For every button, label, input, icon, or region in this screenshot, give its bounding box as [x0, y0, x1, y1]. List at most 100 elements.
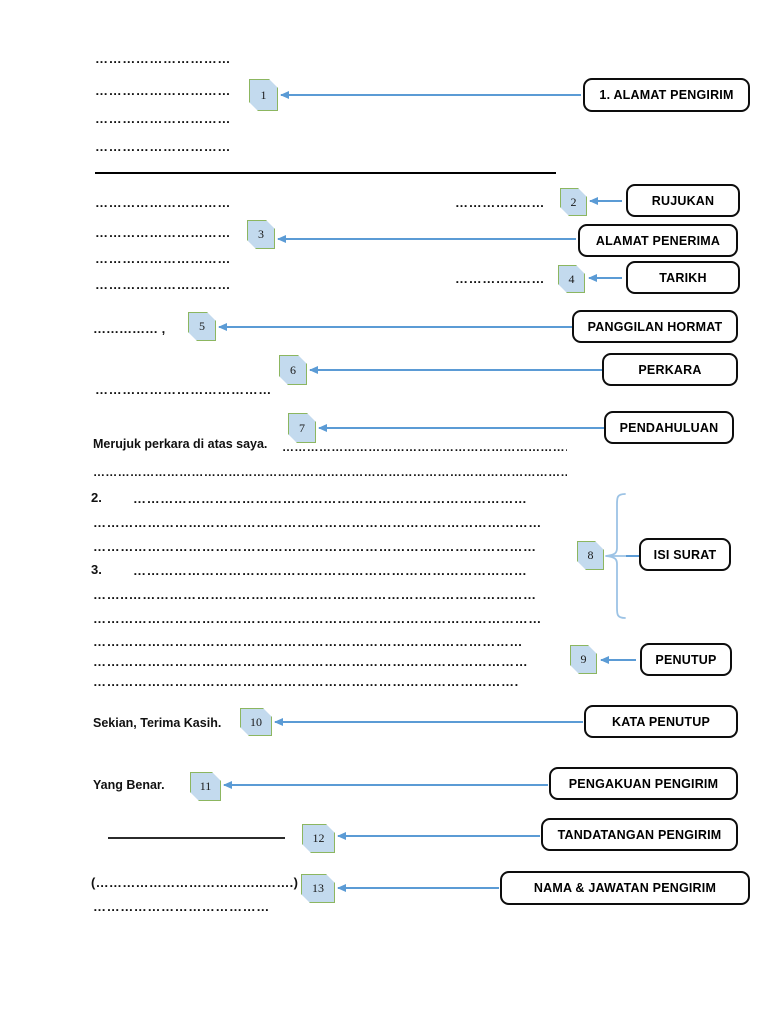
connector-8	[626, 555, 642, 557]
para3-line-1: ……………………………………………………………………………	[133, 564, 528, 577]
arrow-5	[219, 326, 574, 328]
badge-7[interactable]: 7	[288, 413, 316, 443]
label-box-4-tarikh[interactable]: TARIKH	[626, 261, 740, 294]
label-box-5-panggilan-hormat[interactable]: PANGGILAN HORMAT	[572, 310, 738, 343]
label-box-8-isi-surat[interactable]: ISI SURAT	[639, 538, 731, 571]
badge-10[interactable]: 10	[240, 708, 272, 736]
arrow-12	[338, 835, 540, 837]
label-1-text: 1. ALAMAT PENGIRIM	[599, 88, 734, 102]
label-box-12-tandatangan-pengirim[interactable]: TANDATANGAN PENGIRIM	[541, 818, 738, 851]
label-12-text: TANDATANGAN PENGIRIM	[557, 827, 722, 842]
arrow-6	[310, 369, 602, 371]
badge-1-shape: 1	[249, 79, 278, 111]
label-3-text: ALAMAT PENERIMA	[595, 233, 721, 248]
intro-dots: …………………………………………………………………………………….	[282, 441, 567, 454]
badge-12[interactable]: 12	[302, 824, 335, 853]
para3-line-2: ……..………………………………………………………………………………	[93, 588, 537, 601]
label-2-text: RUJUKAN	[651, 193, 715, 208]
badge-6-shape: 6	[279, 355, 307, 385]
badge-10-number: 10	[250, 714, 262, 729]
badge-3[interactable]: 3	[247, 220, 275, 249]
label-box-9-penutup[interactable]: PENUTUP	[640, 643, 732, 676]
badge-10-shape: 10	[240, 708, 272, 736]
badge-8-shape: 8	[577, 541, 604, 570]
badge-9-shape: 9	[570, 645, 597, 674]
label-6-text: PERKARA	[638, 362, 702, 377]
badge-8[interactable]: 8	[577, 541, 604, 570]
subject-line: …………………………………	[95, 383, 272, 396]
label-13-text: NAMA & JAWATAN PENGIRIM	[533, 881, 717, 895]
label-box-10-kata-penutup[interactable]: KATA PENUTUP	[584, 705, 738, 738]
label-8-text: ISI SURAT	[653, 547, 717, 562]
date-right-dots: …………..……	[455, 272, 546, 285]
label-10-text: KATA PENUTUP	[612, 714, 710, 729]
arrow-10	[275, 721, 583, 723]
para2-line-2: ………………………………………………………………………………………	[93, 516, 542, 529]
badge-11-shape: 11	[190, 772, 221, 801]
label-4-text: TARIKH	[659, 270, 707, 285]
badge-9[interactable]: 9	[570, 645, 597, 674]
badge-4-number: 4	[568, 271, 575, 286]
salutation-line: …………… ,	[93, 321, 166, 336]
badge-7-number: 7	[299, 420, 305, 435]
badge-6[interactable]: 6	[279, 355, 307, 385]
recipient-address-line-1: …………………………	[95, 226, 231, 239]
label-7-text: PENDAHULUAN	[619, 420, 719, 435]
badge-13-number: 13	[312, 881, 324, 895]
recipient-address-line-3: …………………………	[95, 278, 231, 291]
reference-right-dots: …………..……	[455, 196, 546, 209]
arrow-11	[224, 784, 548, 786]
para2-line-3: …………………………………………………………………..…………………	[93, 540, 537, 553]
label-box-1-alamat-pengirim[interactable]: 1. ALAMAT PENGIRIM	[583, 78, 750, 112]
label-box-11-pengakuan-pengirim[interactable]: PENGAKUAN PENGIRIM	[549, 767, 738, 800]
badge-12-shape: 12	[302, 824, 335, 853]
intro-text: Merujuk perkara di atas saya.	[93, 437, 268, 451]
badge-5[interactable]: 5	[188, 312, 216, 341]
sign-off: Yang Benar.	[93, 778, 165, 792]
reference-line: …………………………	[95, 196, 231, 209]
badge-13-shape: 13	[301, 874, 335, 903]
badge-11[interactable]: 11	[190, 772, 221, 801]
badge-11-number: 11	[199, 779, 212, 793]
label-box-13-nama-jawatan-pengirim[interactable]: NAMA & JAWATAN PENGIRIM	[500, 871, 750, 905]
label-box-2-rujukan[interactable]: RUJUKAN	[626, 184, 740, 217]
label-9-text: PENUTUP	[655, 652, 717, 667]
badge-4-shape: 4	[558, 265, 585, 293]
arrow-1	[281, 94, 581, 96]
badge-1-number: 1	[260, 87, 267, 102]
label-box-6-perkara[interactable]: PERKARA	[602, 353, 738, 386]
signature-line	[108, 837, 285, 839]
sender-address-line-4: …………………………	[95, 140, 231, 153]
para3-line-4: …………………………………………………………………..………………	[93, 635, 524, 648]
para3-line-6: ………………………………………………………………………………….	[93, 675, 519, 688]
label-box-7-pendahuluan[interactable]: PENDAHULUAN	[604, 411, 734, 444]
position-dots: …………………………………	[93, 900, 270, 913]
para3-number: 3.	[91, 562, 102, 577]
arrow-3	[278, 238, 576, 240]
arrow-13	[338, 887, 499, 889]
badge-3-shape: 3	[247, 220, 275, 249]
label-box-3-alamat-penerima[interactable]: ALAMAT PENERIMA	[578, 224, 738, 257]
label-11-text: PENGAKUAN PENGIRIM	[568, 776, 719, 791]
badge-4[interactable]: 4	[558, 265, 585, 293]
label-5-text: PANGGILAN HORMAT	[587, 319, 723, 334]
badge-5-number: 5	[199, 319, 205, 333]
recipient-address-line-2: …………………………	[95, 252, 231, 265]
badge-8-number: 8	[587, 548, 594, 562]
letterhead-separator	[95, 172, 556, 174]
badge-2-shape: 2	[560, 188, 587, 216]
badge-2-number: 2	[570, 194, 577, 209]
badge-2[interactable]: 2	[560, 188, 587, 216]
sender-address-line-2: …………………………	[95, 84, 231, 97]
badge-13[interactable]: 13	[301, 874, 335, 903]
para3-line-3: ………………………………………………………………………………………	[93, 612, 542, 625]
isi-surat-brace	[603, 492, 629, 620]
badge-1[interactable]: 1	[249, 79, 278, 111]
sender-address-line-1: …………………………	[95, 52, 231, 65]
badge-12-number: 12	[312, 831, 325, 845]
badge-5-shape: 5	[188, 312, 216, 341]
badge-3-number: 3	[258, 227, 264, 241]
intro-continuation: ……………………………………………………………………………………………………………	[93, 466, 567, 479]
arrow-2	[590, 200, 622, 202]
para2-line-1: ……………………………………………………………………………	[133, 492, 528, 505]
